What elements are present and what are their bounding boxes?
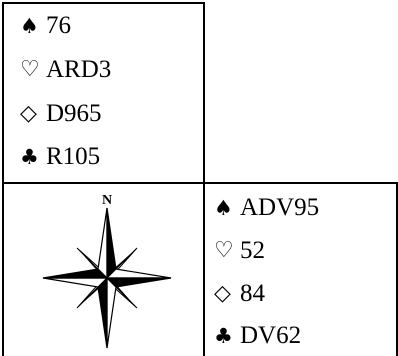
north-diamonds-row: ◇ D965 [20, 99, 102, 129]
spade-icon: ♠ [20, 14, 39, 38]
south-hearts-cards: 52 [240, 237, 265, 264]
club-icon: ♣ [20, 145, 39, 169]
south-spades-row: ♠ ADV95 [214, 193, 319, 223]
south-hand: ♠ ADV95 ♡ 52 ◇ 84 ♣ DV62 [203, 182, 398, 356]
heart-icon: ♡ [20, 57, 40, 82]
north-hearts-row: ♡ ARD3 [20, 55, 111, 85]
north-clubs-row: ♣ R105 [20, 142, 100, 172]
compass-cardinal-points [42, 207, 172, 349]
south-clubs-row: ♣ DV62 [214, 321, 301, 351]
south-diamonds-row: ◇ 84 [214, 279, 265, 309]
south-clubs-cards: DV62 [240, 322, 302, 349]
south-hearts-row: ♡ 52 [214, 236, 265, 266]
heart-icon: ♡ [214, 238, 234, 263]
club-icon: ♣ [214, 324, 233, 348]
north-spades-cards: 76 [46, 12, 71, 39]
north-diamonds-cards: D965 [46, 100, 102, 127]
north-hand: ♠ 76 ♡ ARD3 ◇ D965 ♣ R105 [2, 2, 205, 184]
north-spades-row: ♠ 76 [20, 11, 71, 41]
north-hearts-cards: ARD3 [46, 56, 112, 83]
north-clubs-cards: R105 [46, 143, 101, 170]
compass-cell: N [2, 182, 205, 356]
south-spades-cards: ADV95 [240, 194, 320, 221]
compass-north-label: N [102, 193, 112, 208]
spade-icon: ♠ [214, 196, 233, 220]
diamond-icon: ◇ [20, 101, 37, 126]
diamond-icon: ◇ [214, 281, 231, 306]
compass-rose-icon: N [42, 193, 172, 349]
south-diamonds-cards: 84 [240, 280, 265, 307]
compass-minor-points [76, 247, 138, 309]
